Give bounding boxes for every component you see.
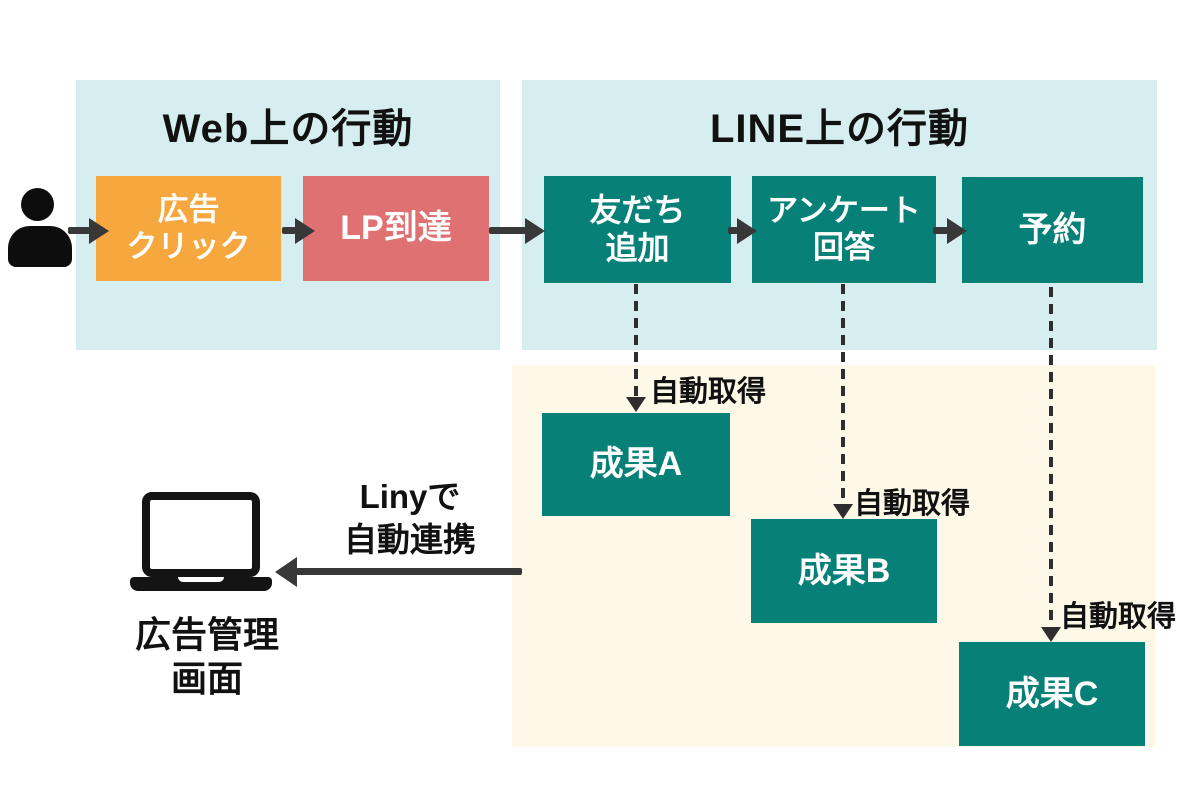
arrow-person-to-adclick-icon — [68, 227, 90, 234]
web-panel-title: Web上の行動 — [162, 107, 414, 151]
arrow-lp-to-friendadd-icon — [489, 227, 526, 234]
laptop-icon — [142, 492, 260, 577]
result-c-box: 成果C — [959, 642, 1145, 746]
result-a-box: 成果A — [542, 413, 730, 516]
arrow-results-to-laptop-icon — [296, 568, 522, 575]
step-ad-click: 広告 クリック — [96, 176, 281, 281]
dashed-arrow-survey-to-result-b-icon — [841, 284, 845, 505]
auto-capture-label-c: 自動取得 — [1060, 601, 1177, 633]
liny-sync-label: Linyで 自動連携 — [344, 478, 476, 558]
dashed-arrow-reserve-to-result-c-icon — [1049, 287, 1053, 628]
ad-admin-screen-label: 広告管理 画面 — [134, 614, 279, 699]
step-reserve: 予約 — [962, 177, 1143, 283]
step-survey-answer: アンケート 回答 — [752, 176, 936, 283]
arrow-friendadd-to-survey-icon — [728, 227, 738, 234]
step-friend-add: 友だち 追加 — [544, 176, 731, 283]
laptop-icon-base — [130, 577, 272, 591]
person-icon — [21, 188, 54, 221]
line-panel-title: LINE上の行動 — [709, 107, 970, 151]
result-b-box: 成果B — [751, 519, 937, 623]
auto-capture-label-a: 自動取得 — [650, 376, 767, 408]
person-icon-body — [8, 226, 72, 267]
arrow-adclick-to-lp-icon — [282, 227, 296, 234]
arrow-survey-to-reserve-icon — [933, 227, 948, 234]
step-lp-reach: LP到達 — [303, 176, 489, 281]
dashed-arrow-friendadd-to-result-a-icon — [634, 284, 638, 398]
auto-capture-label-b: 自動取得 — [854, 488, 971, 520]
